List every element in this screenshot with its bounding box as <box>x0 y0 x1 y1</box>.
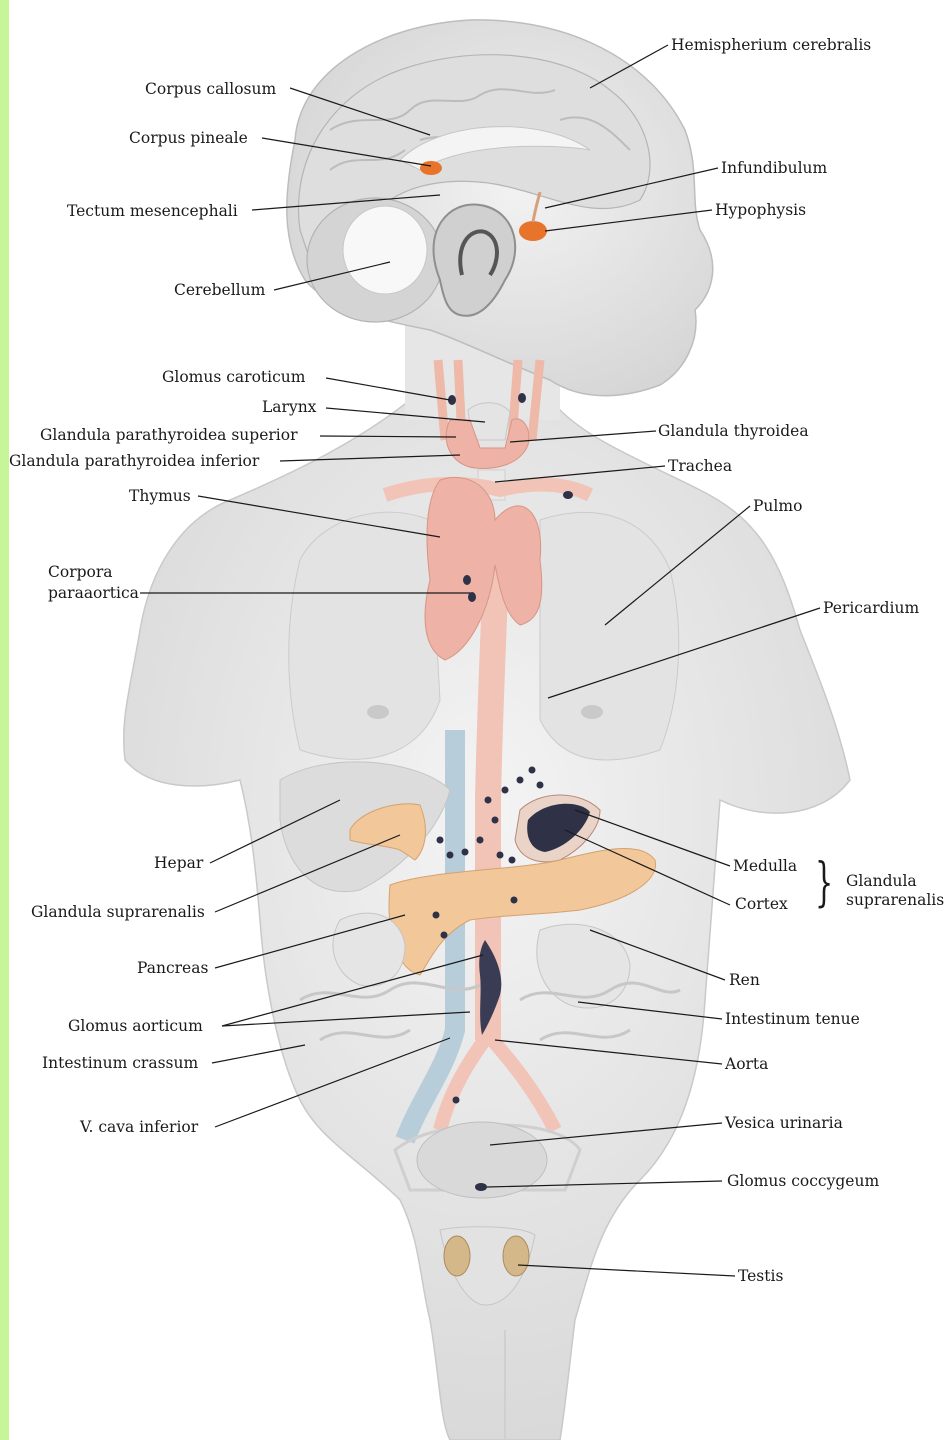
label-paraaortica: paraaortica <box>48 584 139 602</box>
label-glomus-caroticum: Glomus caroticum <box>162 368 305 386</box>
label-corpus-pineale: Corpus pineale <box>129 129 248 147</box>
label-pericardium: Pericardium <box>823 599 919 617</box>
label-corpora: Corpora <box>48 563 113 581</box>
label-hepar: Hepar <box>154 854 203 872</box>
label-thymus: Thymus <box>129 487 191 505</box>
label-vesica: Vesica urinaria <box>725 1114 843 1132</box>
label-parathyroid-inferior: Glandula parathyroidea inferior <box>9 452 259 470</box>
hypophysis-gland <box>519 221 547 241</box>
right-lung <box>540 512 679 760</box>
label-tectum: Tectum mesencephali <box>67 202 238 220</box>
label-parathyroid-superior: Glandula parathyroidea superior <box>40 426 297 444</box>
label-ren: Ren <box>729 971 760 989</box>
label-vena-cava: V. cava inferior <box>80 1118 198 1136</box>
label-corpus-callosum: Corpus callosum <box>145 80 276 98</box>
label-glomus-coccygeum: Glomus coccygeum <box>727 1172 879 1190</box>
label-aorta: Aorta <box>725 1055 768 1073</box>
brace-glandula: } <box>815 857 833 909</box>
label-intestinum-crassum: Intestinum crassum <box>42 1054 198 1072</box>
cerebellum-arbor <box>343 206 427 294</box>
label-larynx: Larynx <box>262 398 316 416</box>
label-glomus-aorticum: Glomus aorticum <box>68 1017 203 1035</box>
left-lung <box>289 512 440 759</box>
label-glandula-group-line2: suprarenalis <box>846 891 944 910</box>
label-hemispherium: Hemispherium cerebralis <box>671 36 871 54</box>
label-testis: Testis <box>738 1267 783 1285</box>
label-medulla: Medulla <box>733 857 797 875</box>
glomus-coccygeum-dot <box>475 1183 487 1191</box>
label-glandula-group: Glandula suprarenalis <box>846 872 944 910</box>
label-pancreas: Pancreas <box>137 959 208 977</box>
label-thyroidea: Glandula thyroidea <box>658 422 809 440</box>
testis-left <box>444 1236 470 1276</box>
label-suprarenalis: Glandula suprarenalis <box>31 903 205 921</box>
label-hypophysis: Hypophysis <box>715 201 806 219</box>
testis-right <box>503 1236 529 1276</box>
label-cortex: Cortex <box>735 895 788 913</box>
pineal-gland <box>420 161 442 175</box>
label-pulmo: Pulmo <box>753 497 802 515</box>
label-intestinum-tenue: Intestinum tenue <box>725 1010 860 1028</box>
label-infundibulum: Infundibulum <box>721 159 827 177</box>
label-glandula-group-line1: Glandula <box>846 872 944 891</box>
label-trachea: Trachea <box>668 457 732 475</box>
label-cerebellum: Cerebellum <box>174 281 265 299</box>
